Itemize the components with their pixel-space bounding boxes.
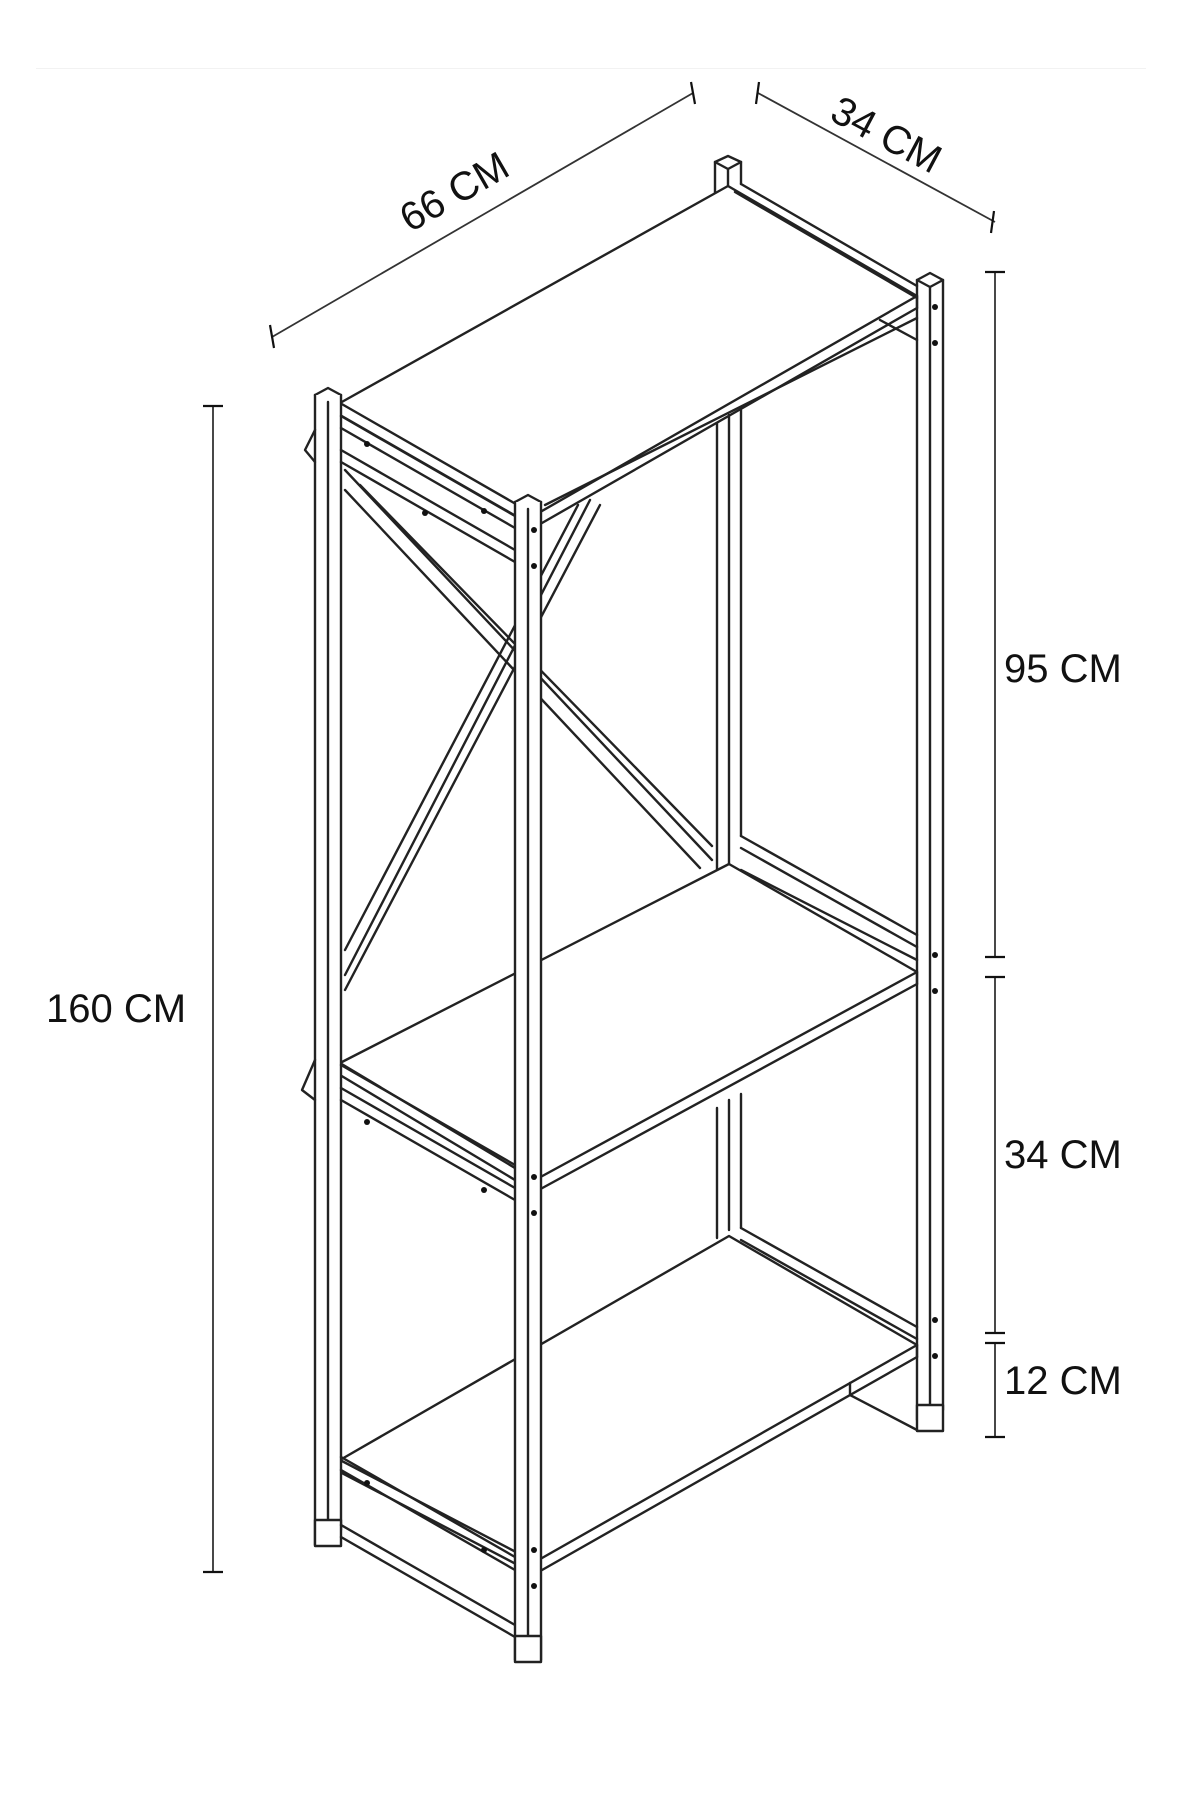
- bottom-shelf: [338, 1226, 919, 1576]
- middle-shelf: [338, 834, 919, 1194]
- front-left-post: [300, 386, 343, 1548]
- middle-section-label: 34 CM: [1004, 1133, 1122, 1177]
- back-left-post: [713, 154, 743, 1240]
- middle-section-dimension: 34 CM: [985, 975, 1122, 1335]
- bottom-clearance-label: 12 CM: [1004, 1359, 1122, 1403]
- upper-section-label: 95 CM: [1004, 647, 1122, 691]
- top-shelf: [338, 182, 919, 529]
- upper-section-dimension: 95 CM: [985, 270, 1122, 959]
- total-height-dimension: 160 CM: [46, 404, 223, 1574]
- top-divider-rule: [36, 68, 1146, 69]
- front-right-post: [513, 493, 543, 1664]
- bottom-clearance-dimension: 12 CM: [985, 1341, 1122, 1439]
- width-label: 66 CM: [393, 144, 517, 241]
- total-height-label: 160 CM: [46, 987, 186, 1031]
- left-side-rails: [339, 414, 517, 1639]
- depth-label: 34 CM: [824, 88, 949, 182]
- back-right-post: [915, 271, 945, 1433]
- depth-dimension: 34 CM: [754, 81, 996, 234]
